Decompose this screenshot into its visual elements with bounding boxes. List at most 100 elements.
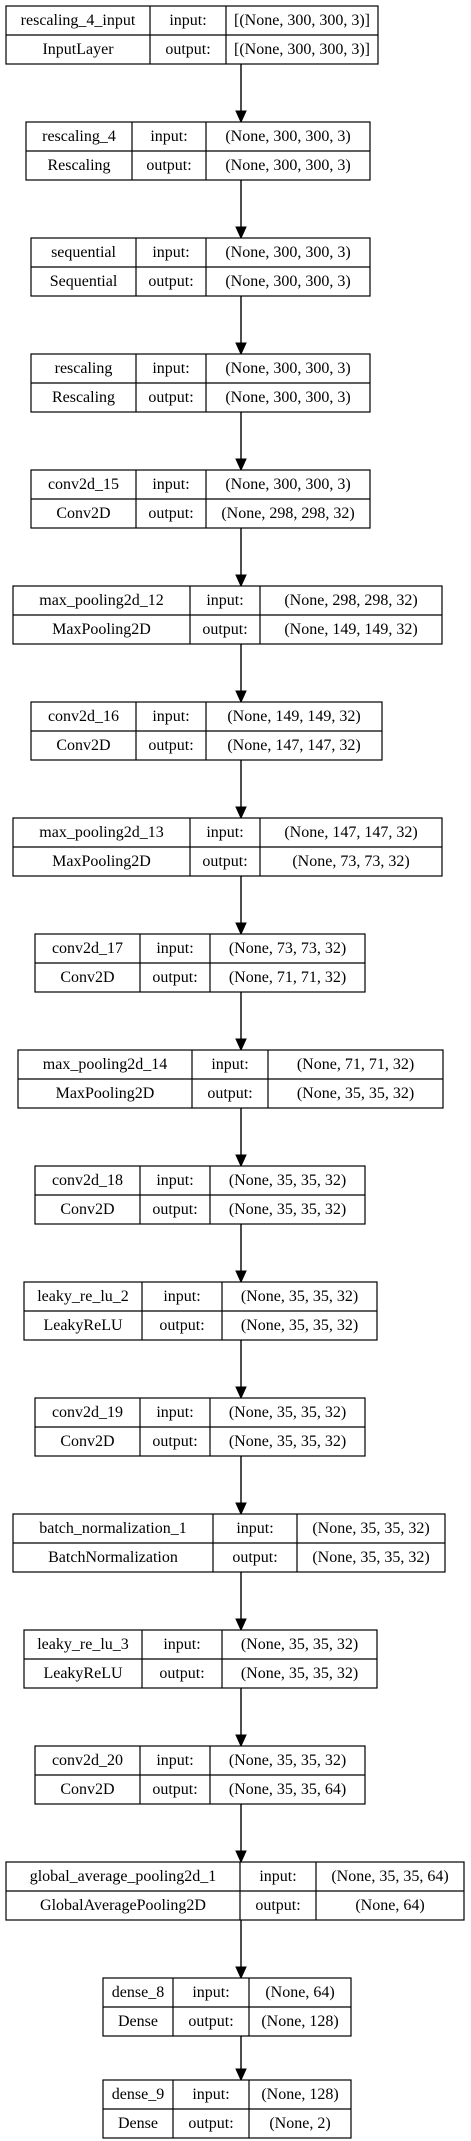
- layer-node: leaky_re_lu_3LeakyReLUinput:output:(None…: [23, 1629, 378, 1689]
- input-shape: (None, 35, 35, 64): [331, 1868, 448, 1885]
- input-shape: [(None, 300, 300, 3)]: [234, 12, 370, 29]
- edge-arrowhead: [235, 1850, 247, 1864]
- input-label: input:: [150, 128, 187, 145]
- input-label: input:: [152, 708, 189, 725]
- input-shape: (None, 300, 300, 3): [225, 360, 350, 377]
- layer-name: conv2d_19: [52, 1404, 123, 1421]
- input-shape: (None, 35, 35, 32): [241, 1288, 358, 1305]
- output-shape: (None, 300, 300, 3): [225, 273, 350, 290]
- input-label: input:: [152, 476, 189, 493]
- edge-arrowhead: [235, 1618, 247, 1632]
- input-label: input:: [152, 360, 189, 377]
- input-shape: (None, 149, 149, 32): [227, 708, 360, 725]
- output-label: output:: [165, 41, 210, 58]
- layer-name: conv2d_16: [48, 708, 119, 725]
- output-label: output:: [148, 389, 193, 406]
- output-shape: (None, 35, 35, 32): [229, 1201, 346, 1218]
- layer-name: conv2d_17: [52, 940, 123, 957]
- layer-type: MaxPooling2D: [52, 621, 151, 638]
- layer-name: max_pooling2d_13: [39, 824, 163, 841]
- input-shape: (None, 73, 73, 32): [229, 940, 346, 957]
- input-shape: (None, 298, 298, 32): [284, 592, 417, 609]
- input-label: input:: [192, 2086, 229, 2103]
- layer-name: leaky_re_lu_3: [37, 1636, 129, 1653]
- layer-name: leaky_re_lu_2: [37, 1288, 129, 1305]
- layer-type: InputLayer: [42, 41, 114, 58]
- input-shape: (None, 300, 300, 3): [225, 128, 350, 145]
- output-label: output:: [148, 505, 193, 522]
- input-label: input:: [163, 1288, 200, 1305]
- layer-name: rescaling: [55, 360, 113, 377]
- input-label: input:: [156, 1752, 193, 1769]
- input-shape: (None, 35, 35, 32): [229, 1172, 346, 1189]
- input-shape: (None, 35, 35, 32): [229, 1752, 346, 1769]
- edge-arrowhead: [235, 1154, 247, 1168]
- input-label: input:: [156, 940, 193, 957]
- edge-arrowhead: [235, 922, 247, 936]
- output-shape: (None, 298, 298, 32): [221, 505, 354, 522]
- input-label: input:: [259, 1868, 296, 1885]
- input-shape: (None, 64): [265, 1984, 334, 2001]
- output-shape: (None, 35, 35, 64): [229, 1781, 346, 1798]
- layer-node: global_average_pooling2d_1GlobalAverageP…: [5, 1861, 465, 1921]
- layer-node: max_pooling2d_12MaxPooling2Dinput:output…: [12, 585, 443, 645]
- output-label: output:: [148, 273, 193, 290]
- edge-arrowhead: [235, 690, 247, 704]
- output-label: output:: [202, 621, 247, 638]
- output-label: output:: [188, 2013, 233, 2030]
- output-label: output:: [152, 1201, 197, 1218]
- layer-name: max_pooling2d_14: [43, 1056, 167, 1073]
- output-shape: (None, 149, 149, 32): [284, 621, 417, 638]
- layer-node: max_pooling2d_14MaxPooling2Dinput:output…: [17, 1049, 444, 1109]
- input-label: input:: [211, 1056, 248, 1073]
- layer-type: BatchNormalization: [48, 1549, 178, 1566]
- output-shape: (None, 64): [355, 1897, 424, 1914]
- edge-arrowhead: [235, 1502, 247, 1516]
- output-shape: [(None, 300, 300, 3)]: [234, 41, 370, 58]
- input-label: input:: [152, 244, 189, 261]
- layer-type: Sequential: [50, 273, 118, 290]
- layer-node: batch_normalization_1BatchNormalizationi…: [12, 1513, 446, 1573]
- layer-type: LeakyReLU: [43, 1317, 123, 1334]
- layer-name: conv2d_15: [48, 476, 119, 493]
- output-shape: (None, 35, 35, 32): [241, 1665, 358, 1682]
- layer-name: sequential: [51, 244, 116, 261]
- edge-arrowhead: [235, 458, 247, 472]
- layer-type: Conv2D: [60, 1781, 114, 1798]
- output-shape: (None, 35, 35, 32): [312, 1549, 429, 1566]
- edge-arrowhead: [235, 1734, 247, 1748]
- layer-type: Conv2D: [60, 1433, 114, 1450]
- layer-node: leaky_re_lu_2LeakyReLUinput:output:(None…: [23, 1281, 378, 1341]
- output-shape: (None, 300, 300, 3): [225, 157, 350, 174]
- layer-name: rescaling_4_input: [21, 12, 136, 29]
- output-label: output:: [152, 1433, 197, 1450]
- output-shape: (None, 35, 35, 32): [241, 1317, 358, 1334]
- output-shape: (None, 2): [269, 2115, 330, 2132]
- input-label: input:: [206, 592, 243, 609]
- output-label: output:: [148, 737, 193, 754]
- layer-name: conv2d_20: [52, 1752, 123, 1769]
- layer-name: global_average_pooling2d_1: [30, 1868, 217, 1885]
- layer-name: dense_9: [112, 2086, 164, 2103]
- layer-type: Rescaling: [52, 389, 115, 406]
- input-label: input:: [206, 824, 243, 841]
- output-label: output:: [188, 2115, 233, 2132]
- layer-type: Conv2D: [56, 505, 110, 522]
- edge-arrowhead: [235, 1270, 247, 1284]
- layer-name: batch_normalization_1: [39, 1520, 187, 1537]
- edge-arrowhead: [235, 226, 247, 240]
- output-label: output:: [152, 969, 197, 986]
- edge-arrowhead: [235, 574, 247, 588]
- input-shape: (None, 35, 35, 32): [312, 1520, 429, 1537]
- layer-type: Conv2D: [60, 1201, 114, 1218]
- input-shape: (None, 35, 35, 32): [241, 1636, 358, 1653]
- input-shape: (None, 300, 300, 3): [225, 244, 350, 261]
- layer-type: MaxPooling2D: [56, 1085, 155, 1102]
